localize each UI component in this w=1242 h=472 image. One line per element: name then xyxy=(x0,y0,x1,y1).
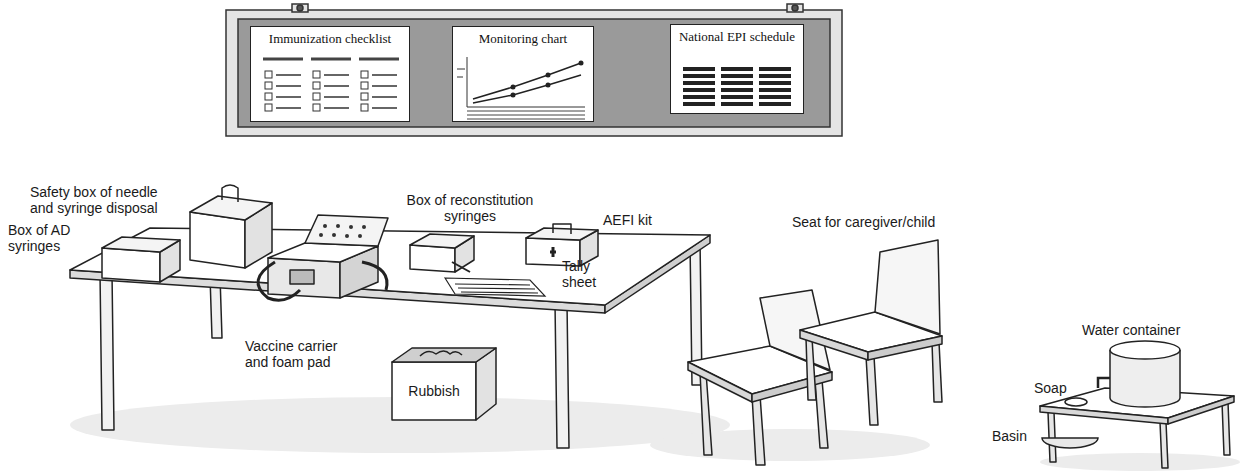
sheet-title: Immunization checklist xyxy=(251,27,409,47)
item-label: Box of reconstitution syringes xyxy=(395,192,545,224)
item-label: Soap xyxy=(1034,380,1067,396)
item-label: Box of AD syringes xyxy=(8,222,78,254)
reconstitution-syringe-box xyxy=(410,234,474,272)
tally-sheet xyxy=(445,262,545,296)
notice-board xyxy=(226,4,842,136)
rubbish-box-label-area: Rubbish xyxy=(392,362,476,420)
item-label: Vaccine carrier and foam pad xyxy=(245,338,363,370)
box-label: Rubbish xyxy=(408,383,459,399)
sheet-title: National EPI schedule xyxy=(671,25,803,45)
chair xyxy=(800,240,942,425)
poster-sheet: Immunization checklist xyxy=(250,26,410,122)
floor-shadow xyxy=(70,397,1240,471)
chair xyxy=(688,290,832,465)
vaccine-carrier xyxy=(258,215,388,300)
basin xyxy=(1042,438,1098,448)
item-label: Safety box of needle and syringe disposa… xyxy=(30,184,172,216)
water-container xyxy=(1098,341,1180,407)
poster-sheet: National EPI schedule xyxy=(670,24,804,114)
table xyxy=(70,228,710,448)
ad-syringe-box xyxy=(102,237,180,282)
item-label: Basin xyxy=(992,428,1027,444)
poster-sheet: Monitoring chart xyxy=(452,26,594,122)
item-label: Tally sheet xyxy=(562,258,604,290)
safety-box xyxy=(190,185,272,268)
item-label: AEFI kit xyxy=(603,212,652,228)
rubbish-box xyxy=(392,348,496,420)
sheet-title: Monitoring chart xyxy=(453,27,593,47)
item-label: Seat for caregiver/child xyxy=(792,214,935,230)
soap xyxy=(1065,398,1087,406)
item-label: Water container xyxy=(1082,322,1180,338)
